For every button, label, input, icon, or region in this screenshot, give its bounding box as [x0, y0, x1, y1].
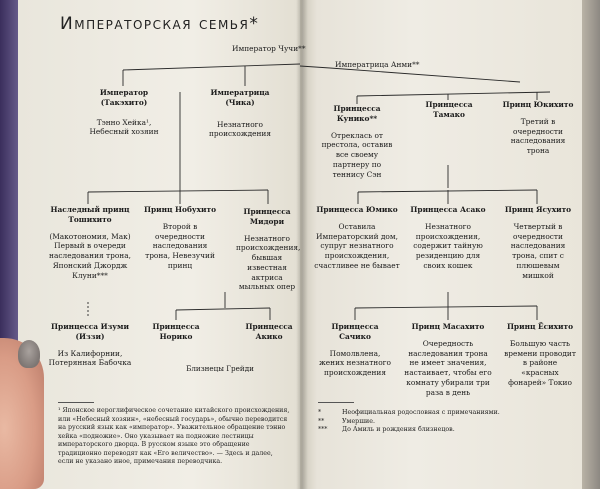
node-princess-yumiko: Принцесса Юмико Оставила Императорский д…: [314, 205, 400, 271]
princess-kuniko-desc: Отреклась от престола, оставив все своем…: [321, 130, 393, 179]
princess-akiko-name: Принцесса Акико: [245, 322, 293, 341]
legend-text: Умершие.: [342, 417, 375, 425]
right-page-edge: [582, 0, 600, 489]
prince-esihito-desc: Большую часть времени проводит в районе …: [504, 338, 576, 387]
node-princess-izumi: Принцесса Изуми (Иззи) Из Калифорнии, По…: [44, 322, 136, 368]
node-prince-yukihito: Принц Юкихито Третий в очередности насле…: [500, 100, 576, 156]
prince-masahito-desc: Очередность наследования трона не имеет …: [404, 338, 492, 397]
line-noriko-bus: [175, 307, 271, 311]
princess-izumi-desc: Из Калифорнии, Потерянная Бабочка: [48, 348, 132, 368]
princess-tamako-name: Принцесса Тамако: [425, 100, 473, 119]
line-top: [299, 65, 331, 69]
legend-mark: **: [318, 417, 325, 425]
legend-item: * Неофициальная родословная с примечания…: [318, 409, 578, 418]
empress-name: Императрица (Чика): [210, 88, 270, 107]
twins-label: Близнецы Грейди: [186, 364, 254, 373]
page-title: Императорская семья*: [60, 14, 260, 34]
node-prince-yasuhito: Принц Ясухито Четвертый в очередности на…: [500, 205, 576, 280]
prince-yukihito-name: Принц Юкихито: [502, 100, 574, 109]
node-princess-noriko: Принцесса Норико: [142, 322, 210, 342]
footnote-rule-right: [318, 402, 354, 403]
line-right-bus: [356, 91, 551, 97]
footnote-rule-left: [58, 402, 94, 403]
empress-anmi: Императрица Анми**: [335, 60, 420, 69]
book-gutter: [296, 0, 308, 489]
princess-sachiko-desc: Помолвлена, жених незнатного происхожден…: [319, 348, 391, 378]
legend-text: Неофициальная родословная с примечаниями…: [342, 409, 500, 416]
line-top-left: [122, 63, 301, 71]
princess-midori-desc: Незнатного происхождения, бывшая известн…: [236, 233, 301, 292]
node-princess-tamako: Принцесса Тамако: [414, 100, 484, 120]
node-princess-sachiko: Принцесса Сачико Помолвлена, жених незна…: [318, 322, 392, 378]
emperor-desc: Тэнно Хейка¹, Небесный хозяин: [89, 117, 159, 137]
princess-kuniko-name: Принцесса Кунико**: [333, 104, 381, 123]
prince-yasuhito-desc: Четвертый в очередности наследования тро…: [510, 221, 566, 280]
empress-desc: Незнатного происхождения: [208, 119, 272, 139]
node-empress: Императрица (Чика) Незнатного происхожде…: [200, 88, 280, 139]
legend-item: ** Умершие.: [318, 418, 578, 427]
prince-masahito-name: Принц Масахито: [411, 322, 485, 331]
princess-yumiko-name: Принцесса Юмико: [316, 205, 398, 214]
node-emperor: Император (Такэхито) Тэнно Хейка¹, Небес…: [82, 88, 166, 137]
node-princess-akiko: Принцесса Акико: [238, 322, 300, 342]
emperor-name: Император (Такэхито): [99, 88, 149, 107]
node-prince-masahito: Принц Масахито Очередность наследования …: [404, 322, 492, 397]
emperor-chuchi: Император Чучи**: [232, 44, 306, 53]
prince-nobuhito-desc: Второй в очередности наследования трона,…: [145, 221, 215, 270]
legend-mark: *: [318, 409, 322, 416]
prince-yasuhito-name: Принц Ясухито: [504, 205, 572, 214]
princess-asako-name: Принцесса Асако: [410, 205, 486, 214]
node-prince-esihito: Принц Ёсихито Большую часть времени пров…: [504, 322, 576, 388]
node-princess-asako: Принцесса Асако Незнатного происхождения…: [408, 205, 488, 271]
legend-mark: ***: [318, 426, 328, 433]
princess-midori-name: Принцесса Мидори: [243, 207, 291, 226]
legend-text: До Амиль и рождения близнецов.: [342, 426, 455, 433]
princess-yumiko-desc: Оставила Императорский дом, супруг незна…: [314, 221, 400, 270]
line-right-bus2: [357, 189, 538, 193]
node-princess-midori: Принцесса Мидори Незнатного происхождени…: [236, 207, 301, 292]
crown-prince-name: Наследный принц Тошихито: [50, 205, 130, 224]
legend-item: *** До Амиль и рождения близнецов.: [318, 426, 578, 435]
princess-izumi-name: Принцесса Изуми (Иззи): [51, 322, 129, 341]
prince-esihito-name: Принц Ёсихито: [506, 322, 574, 331]
node-princess-kuniko: Принцесса Кунико** Отреклась от престола…: [318, 104, 396, 179]
prince-nobuhito-name: Принц Нобухито: [143, 205, 217, 214]
prince-yukihito-desc: Третий в очередности наследования трона: [510, 116, 566, 156]
right-page: [300, 0, 582, 489]
crown-prince-desc: (Макотономия, Мак) Первый в очереди насл…: [49, 231, 131, 280]
footnote-left: ¹ Японское иероглифическое сочетание кит…: [58, 407, 290, 465]
line-right-top: [329, 67, 521, 83]
princess-noriko-name: Принцесса Норико: [152, 322, 200, 341]
node-crown-prince: Наследный принц Тошихито (Макотономия, М…: [48, 205, 132, 280]
thumbnail: [18, 340, 40, 368]
princess-sachiko-name: Принцесса Сачико: [331, 322, 379, 341]
princess-asako-desc: Незнатного происхождения, содержит тайну…: [413, 221, 483, 270]
node-prince-nobuhito: Принц Нобухито Второй в очередности насл…: [142, 205, 218, 271]
left-page: [18, 0, 308, 489]
line-right-bus3: [354, 305, 538, 309]
line-left-bus: [87, 189, 269, 193]
legend: * Неофициальная родословная с примечания…: [318, 409, 578, 435]
